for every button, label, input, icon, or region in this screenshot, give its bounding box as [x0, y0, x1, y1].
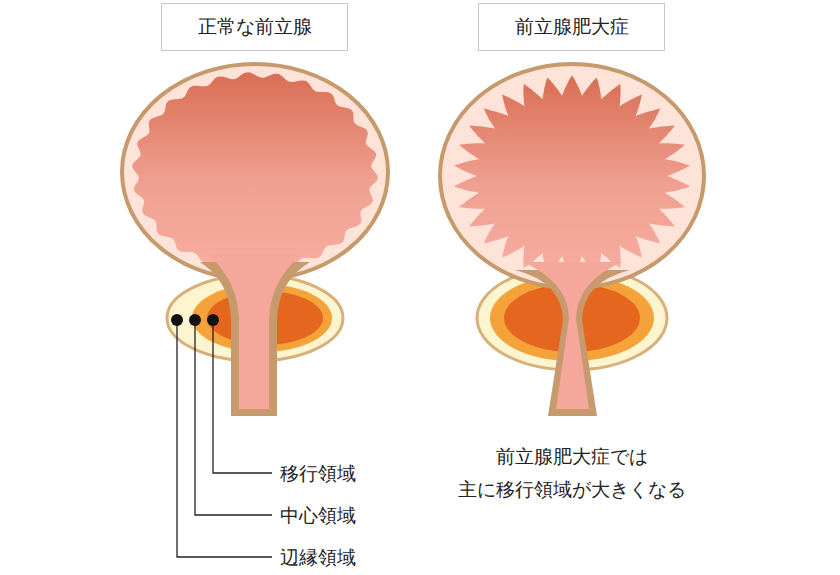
leader-dot — [171, 314, 219, 326]
zone-label: 移行領域 — [280, 459, 356, 488]
bladder-lumen — [454, 75, 690, 277]
zone-label: 中心領域 — [280, 501, 356, 530]
zone-label: 辺縁領域 — [280, 543, 356, 572]
title-box: 正常な前立腺 — [161, 3, 348, 51]
bladder — [122, 64, 704, 416]
leader-line — [177, 320, 272, 557]
title-box: 前立腺肥大症 — [478, 3, 665, 51]
title-text: 前立腺肥大症 — [515, 14, 629, 40]
urethra — [523, 262, 622, 409]
title-text: 正常な前立腺 — [198, 14, 312, 40]
note: 前立腺肥大症では 主に移行領域が大きくなる — [437, 440, 707, 507]
urethra — [208, 254, 302, 409]
bladder-wall — [440, 64, 704, 288]
bladder-lumen — [132, 72, 378, 271]
bladder-wall — [122, 64, 388, 280]
